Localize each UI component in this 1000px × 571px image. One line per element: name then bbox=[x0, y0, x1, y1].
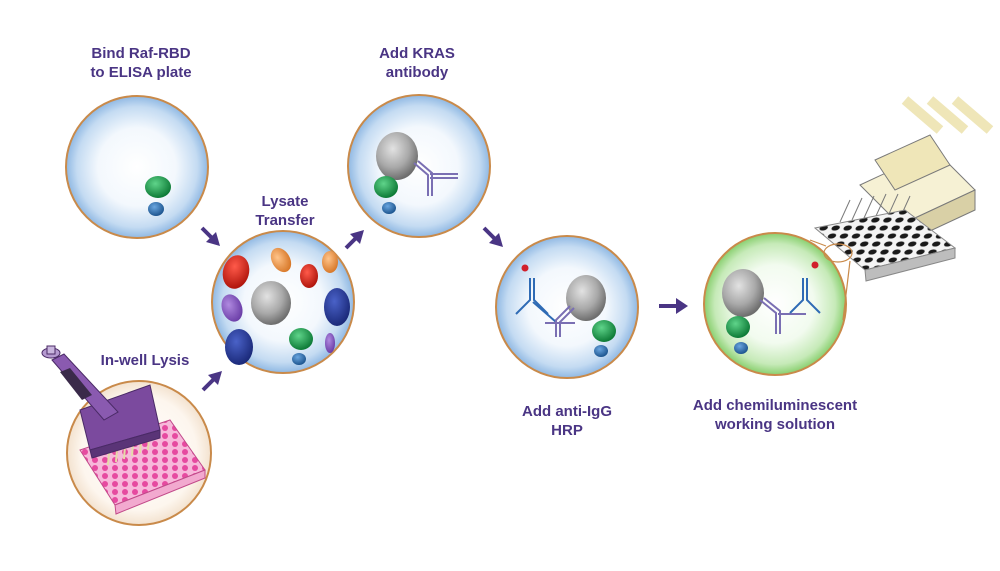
label-antiigg-line1: Add anti-IgG bbox=[522, 403, 612, 420]
arrow-bind-to-lysate bbox=[200, 226, 220, 246]
label-chemi-line1: Add chemiluminescent bbox=[692, 397, 858, 414]
multichannel-pipette-icon bbox=[79, 384, 161, 459]
label-lysate-line2: Transfer bbox=[255, 212, 315, 229]
label-add-kras-antibody: Add KRAS antibody bbox=[362, 44, 472, 82]
label-kras-line1: Add KRAS bbox=[379, 45, 455, 62]
well-chemiluminescent bbox=[703, 232, 847, 376]
anti-igg-hrp-icon bbox=[515, 264, 557, 323]
label-in-well-lysis: In-well Lysis bbox=[80, 351, 210, 370]
label-lysate-transfer: Lysate Transfer bbox=[240, 192, 330, 230]
kras-antibody-icon bbox=[413, 160, 458, 196]
arrow-antiigg-to-chemi bbox=[659, 298, 688, 314]
label-lysate-line1: Lysate bbox=[261, 193, 309, 210]
label-kras-line2: antibody bbox=[385, 64, 449, 81]
arrow-lysis-to-lysate bbox=[201, 371, 222, 392]
zoom-lines bbox=[809, 239, 853, 321]
label-chemi-line2: working solution bbox=[715, 416, 835, 433]
ras-protein-icon bbox=[148, 202, 164, 216]
well-kras-antibody bbox=[347, 94, 491, 238]
arrow-kras-to-antiigg bbox=[482, 226, 503, 247]
well-anti-igg-hrp bbox=[495, 235, 639, 379]
arrow-lysate-to-kras bbox=[344, 230, 364, 250]
kras-protein-icon bbox=[251, 281, 291, 325]
well-lysate-transfer bbox=[211, 230, 355, 374]
microplate-icon bbox=[813, 209, 957, 282]
label-bind-raf-rbd: Bind Raf-RBD to ELISA plate bbox=[66, 44, 216, 82]
label-bind-line2: to ELISA plate bbox=[90, 64, 192, 81]
pipette-handle bbox=[41, 345, 119, 421]
label-lysis-line1: In-well Lysis bbox=[100, 352, 190, 369]
raf-rbd-icon bbox=[145, 176, 171, 198]
well-bind-raf-rbd bbox=[65, 95, 209, 239]
label-add-anti-igg-hrp: Add anti-IgG HRP bbox=[502, 402, 632, 440]
label-add-chemiluminescent: Add chemiluminescent working solution bbox=[675, 396, 875, 434]
label-bind-line1: Bind Raf-RBD bbox=[91, 45, 191, 62]
plate-reader-icon bbox=[813, 96, 994, 282]
label-antiigg-line2: HRP bbox=[551, 422, 583, 439]
